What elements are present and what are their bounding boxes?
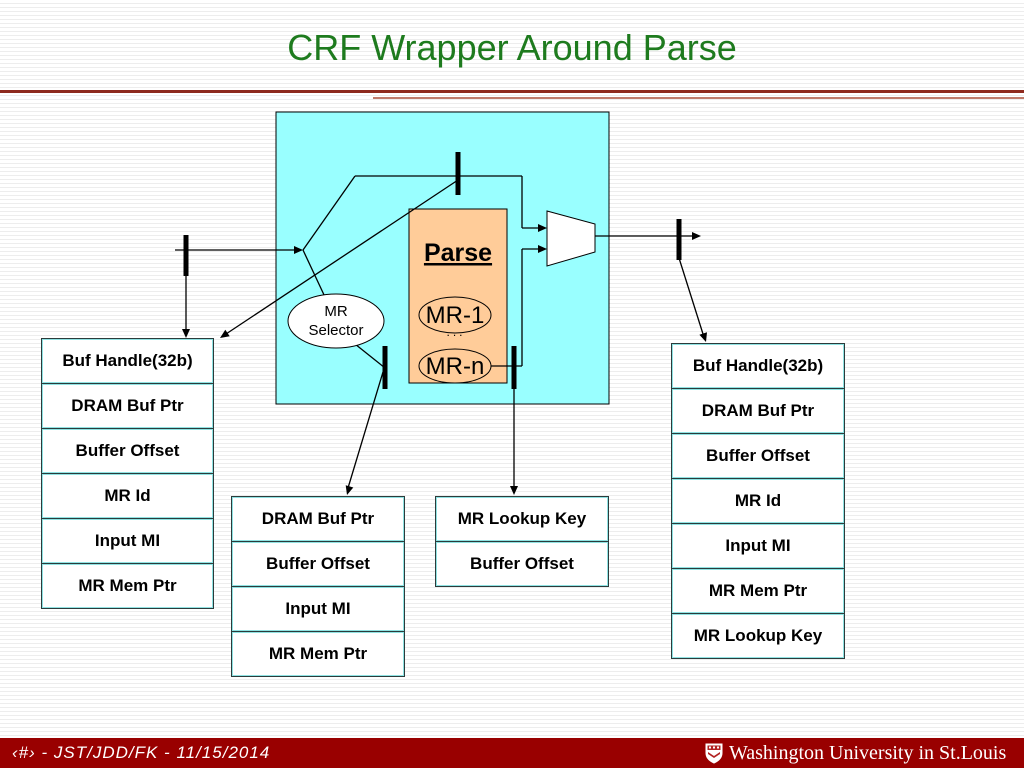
table-row: MR Mem Ptr <box>671 568 845 614</box>
arrowhead <box>345 485 354 495</box>
mr-n-label: MR-n <box>426 353 485 380</box>
table-row: DRAM Buf Ptr <box>671 388 845 434</box>
arrowhead <box>220 329 230 338</box>
table-row: DRAM Buf Ptr <box>231 496 405 542</box>
arrowhead <box>538 224 547 232</box>
table-row: MR Lookup Key <box>435 496 609 542</box>
parse-block <box>408 208 508 384</box>
title-rule <box>0 90 1024 93</box>
mr-n-ellipse <box>418 348 492 384</box>
table-row: MR Lookup Key <box>671 613 845 659</box>
mux-trapezoid <box>546 210 596 267</box>
lookup-record-table: MR Lookup Key Buffer Offset <box>435 496 609 587</box>
table-row: MR Mem Ptr <box>231 631 405 677</box>
mr-1-label: MR-1 <box>426 302 485 329</box>
table-row: Buf Handle(32b) <box>41 338 214 384</box>
output-to-right-table-connector <box>678 257 704 335</box>
right-record-table: Buf Handle(32b) DRAM Buf Ptr Buffer Offs… <box>671 343 845 659</box>
slide-footer: ‹#› - JST/JDD/FK - 11/15/2014 Washington… <box>0 737 1024 768</box>
table-row: Buffer Offset <box>435 541 609 587</box>
mr-selector-label: Selector <box>308 322 363 339</box>
arrowhead <box>510 486 518 495</box>
selector-output-connector <box>354 343 386 369</box>
title-rule-secondary <box>373 97 1024 99</box>
parse-label: Parse <box>424 239 492 267</box>
university-logo-text: Washington University in St.Louis <box>729 741 1007 764</box>
table-row: MR Mem Ptr <box>41 563 214 609</box>
selector-to-table-connector <box>347 371 384 489</box>
mr-selector-ellipse <box>287 293 385 349</box>
table-row: Input MI <box>41 518 214 564</box>
arrowhead <box>692 232 701 240</box>
bypass-to-left-table-connector <box>225 179 459 335</box>
slide-title: CRF Wrapper Around Parse <box>287 27 737 68</box>
mr-1-ellipse <box>418 296 492 334</box>
table-row: Input MI <box>671 523 845 569</box>
table-row: Input MI <box>231 586 405 632</box>
left-record-table: Buf Handle(32b) DRAM Buf Ptr Buffer Offs… <box>41 338 214 609</box>
selector-record-table: DRAM Buf Ptr Buffer Offset Input MI MR M… <box>231 496 405 677</box>
arrowhead <box>699 332 707 342</box>
arrowhead <box>294 246 303 254</box>
arrowhead <box>538 245 547 253</box>
wustl-shield-icon <box>705 743 723 764</box>
footer-slide-info: ‹#› - JST/JDD/FK - 11/15/2014 <box>12 743 271 762</box>
table-row: Buffer Offset <box>671 433 845 479</box>
arrowhead <box>182 329 190 338</box>
selector-input-connector <box>302 249 326 298</box>
bypass-connector-rise <box>302 175 356 251</box>
table-row: Buf Handle(32b) <box>671 343 845 389</box>
table-row: Buffer Offset <box>231 541 405 587</box>
university-logo: Washington University in St.Louis <box>705 741 1006 765</box>
mr-selector-label: MR <box>324 303 347 320</box>
table-row: MR Id <box>41 473 214 519</box>
table-row: Buffer Offset <box>41 428 214 474</box>
table-row: MR Id <box>671 478 845 524</box>
table-row: DRAM Buf Ptr <box>41 383 214 429</box>
mr-ellipsis: ... <box>446 325 465 339</box>
